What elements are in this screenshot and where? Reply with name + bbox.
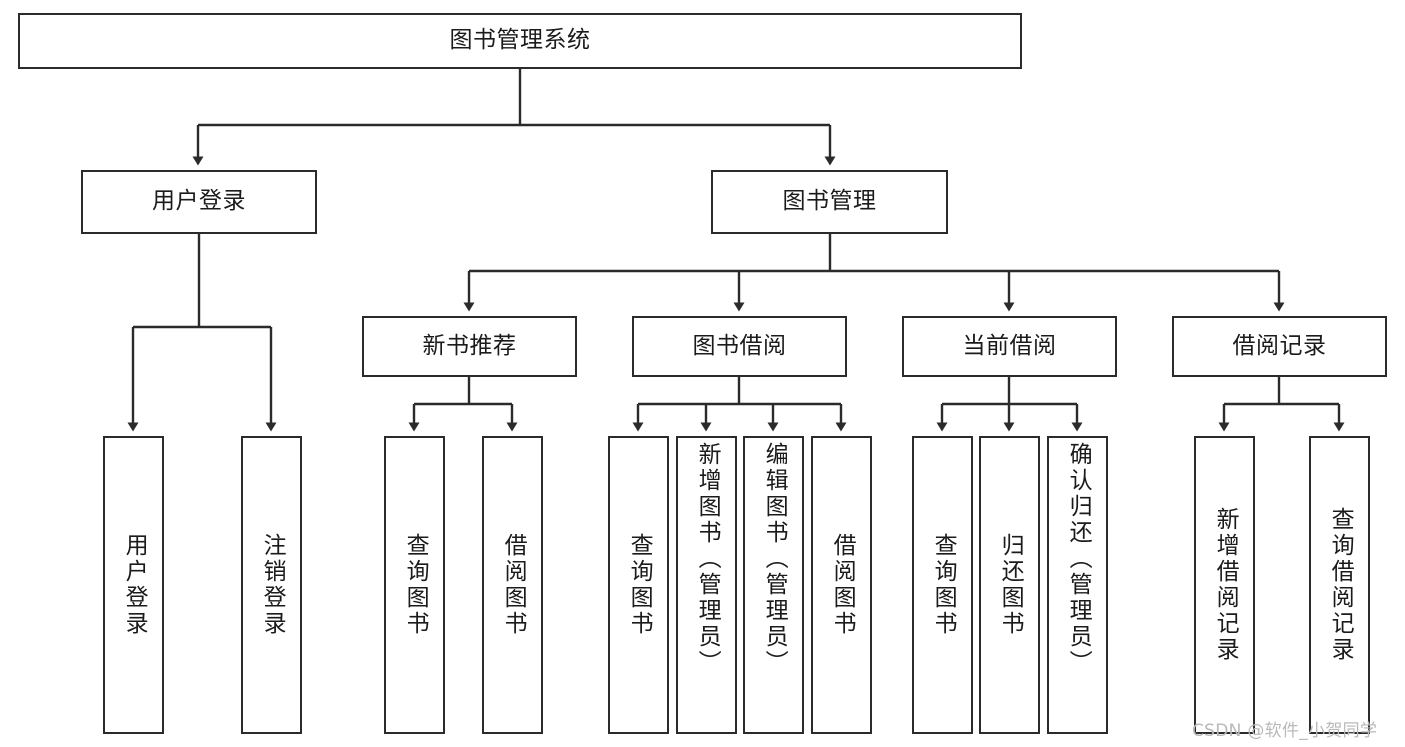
node-leaf-user-login-label: 用户登录 <box>121 533 148 637</box>
node-leaf-query-book-2-label: 查询图书 <box>626 533 653 637</box>
node-leaf-query-book-1-label: 查询图书 <box>402 533 429 637</box>
node-leaf-query-borrow-record-label: 查询借阅记录 <box>1327 507 1354 663</box>
node-book-management-label: 图书管理 <box>782 188 877 215</box>
node-borrow-records[interactable]: 借阅记录 <box>1172 316 1387 377</box>
node-leaf-query-book-1[interactable]: 查询图书 <box>384 436 445 734</box>
node-root-label: 图书管理系统 <box>449 27 591 54</box>
node-leaf-user-login[interactable]: 用户登录 <box>103 436 164 734</box>
node-leaf-add-book-admin-label: 新增图书（管理员） <box>694 442 721 676</box>
node-current-borrow[interactable]: 当前借阅 <box>902 316 1117 377</box>
node-leaf-confirm-return-admin[interactable]: 确认归还（管理员） <box>1047 436 1108 734</box>
node-leaf-return-book-label: 归还图书 <box>997 533 1024 637</box>
node-leaf-add-borrow-record-label: 新增借阅记录 <box>1212 507 1239 663</box>
node-book-borrow-label: 图书借阅 <box>692 332 787 359</box>
node-leaf-add-borrow-record[interactable]: 新增借阅记录 <box>1194 436 1255 734</box>
node-user-login-label: 用户登录 <box>152 188 246 215</box>
node-leaf-edit-book-admin-label: 编辑图书（管理员） <box>761 442 788 676</box>
node-leaf-query-book-3-label: 查询图书 <box>930 533 957 637</box>
watermark: CSDN @软件_小贺同学 <box>1192 721 1378 741</box>
node-user-login[interactable]: 用户登录 <box>81 170 317 234</box>
node-leaf-query-book-2[interactable]: 查询图书 <box>608 436 669 734</box>
node-current-borrow-label: 当前借阅 <box>962 332 1057 359</box>
node-leaf-borrow-book-2-label: 借阅图书 <box>829 533 856 637</box>
node-leaf-logout-label: 注销登录 <box>259 533 286 637</box>
node-book-management[interactable]: 图书管理 <box>711 170 948 234</box>
node-leaf-borrow-book-1[interactable]: 借阅图书 <box>482 436 543 734</box>
node-leaf-borrow-book-1-label: 借阅图书 <box>500 533 527 637</box>
node-leaf-add-book-admin[interactable]: 新增图书（管理员） <box>676 436 737 734</box>
node-leaf-return-book[interactable]: 归还图书 <box>979 436 1040 734</box>
node-book-borrow[interactable]: 图书借阅 <box>632 316 847 377</box>
node-root[interactable]: 图书管理系统 <box>18 13 1022 69</box>
node-leaf-query-book-3[interactable]: 查询图书 <box>912 436 973 734</box>
node-leaf-query-borrow-record[interactable]: 查询借阅记录 <box>1309 436 1370 734</box>
node-borrow-records-label: 借阅记录 <box>1232 332 1327 359</box>
node-new-book-recommend[interactable]: 新书推荐 <box>362 316 577 377</box>
node-leaf-confirm-return-admin-label: 确认归还（管理员） <box>1065 442 1092 676</box>
node-new-book-recommend-label: 新书推荐 <box>422 332 517 359</box>
node-leaf-edit-book-admin[interactable]: 编辑图书（管理员） <box>743 436 804 734</box>
node-leaf-borrow-book-2[interactable]: 借阅图书 <box>811 436 872 734</box>
node-leaf-logout[interactable]: 注销登录 <box>241 436 302 734</box>
